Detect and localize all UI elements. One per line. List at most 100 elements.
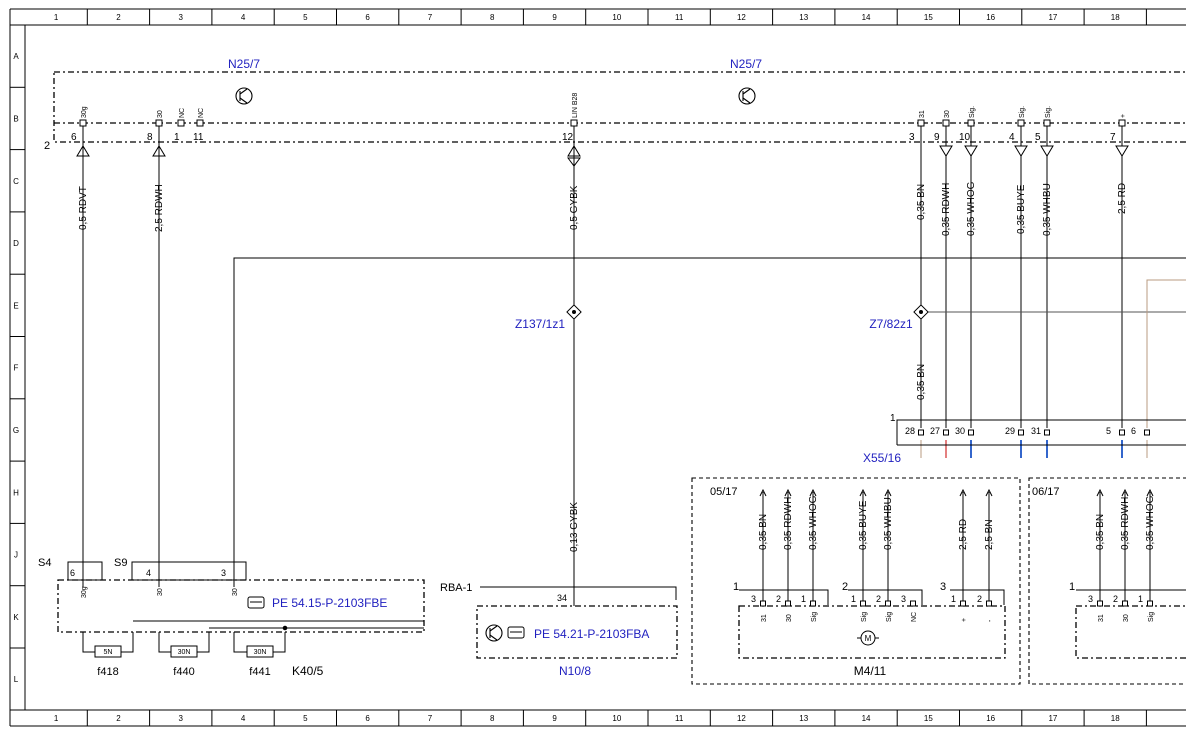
pin-signal: +	[1120, 114, 1127, 118]
pin-signal: Sig.	[969, 106, 976, 118]
pin-terminal	[1144, 429, 1150, 436]
n10-pin-number: 34	[557, 593, 567, 603]
pin-number: 1	[174, 132, 180, 143]
right-group-number: 1	[1069, 581, 1075, 593]
splice-label: Z137/1z1	[515, 317, 565, 331]
right-sheet-ref: 06/17	[1032, 486, 1060, 498]
pin-terminal	[942, 119, 950, 127]
column-label: 1	[54, 13, 59, 22]
pin-signal: Sig.	[1045, 106, 1052, 118]
column-label: 3	[179, 13, 184, 22]
splices: Z137/1z1 Z7/82z1	[515, 304, 929, 331]
wire-label: 2,5 RD	[1117, 183, 1128, 214]
k40-reference-link[interactable]: PE 54.15-P-2103FBE	[272, 596, 387, 610]
svg-text:M: M	[865, 634, 872, 643]
m4-pin-signal: -	[987, 619, 994, 622]
m4-pin-number: 2	[776, 594, 781, 604]
m4-pin-number: 1	[851, 594, 856, 604]
pointing-hand-icon	[247, 596, 265, 609]
wire-arrows	[76, 145, 1129, 167]
k40-conn-pin: 4	[146, 568, 151, 578]
row-label: E	[13, 301, 18, 310]
k40-pin-signal: 30	[157, 588, 164, 596]
x55-pin-number: 31	[1031, 426, 1041, 436]
column-label: 7	[428, 714, 433, 723]
pin-terminal	[1018, 429, 1024, 436]
pin-signal: 30g	[81, 106, 88, 118]
pin-terminal	[196, 119, 204, 127]
column-label: 15	[924, 13, 933, 22]
fuse-icon	[246, 645, 274, 658]
m4-group-number: 1	[733, 581, 739, 593]
pin-number: 11	[193, 132, 204, 143]
column-label: 9	[552, 714, 557, 723]
splice-icon	[913, 304, 929, 320]
row-label: L	[14, 675, 19, 684]
n25-7-edge-number: 2	[44, 140, 50, 152]
pin-signal: Sig.	[1019, 106, 1026, 118]
row-label: D	[13, 239, 19, 248]
k40-pin-signals: 30g 30 30	[81, 586, 239, 598]
m4-pin-number: 3	[751, 594, 756, 604]
k40-s4-label: S4	[38, 557, 51, 569]
pin-terminal	[570, 119, 578, 127]
k40-pin-signal: 30g	[81, 586, 88, 598]
column-label: 7	[428, 13, 433, 22]
motor-icon: M	[857, 630, 879, 646]
x55-label: X55/16	[863, 451, 901, 465]
fuse-icon	[170, 645, 198, 658]
column-label: 9	[552, 13, 557, 22]
wire-label: 0,35 WHBU	[883, 497, 894, 550]
wire-label: 0,5 RDVT	[78, 186, 89, 230]
wire-label: 0,35 WHOG	[966, 181, 977, 236]
fuses: 5N 30N 30N f418 f440 f441	[94, 645, 274, 678]
fuse-name: f418	[97, 666, 118, 678]
pin-terminal	[1119, 429, 1125, 436]
column-label: 1	[54, 714, 59, 723]
column-label: 15	[924, 714, 933, 723]
pin-terminal	[1097, 600, 1103, 607]
column-label: 13	[799, 714, 808, 723]
column-label: 18	[1111, 13, 1120, 22]
m4-pin-number: 3	[901, 594, 906, 604]
right-pin-signal: 30	[1123, 614, 1130, 622]
n10-reference-link[interactable]: PE 54.21-P-2103FBA	[534, 627, 649, 641]
wire-label: 0,5 GYBK	[569, 185, 580, 230]
wire-label: 0,35 WHOG	[1145, 495, 1156, 550]
row-label: C	[13, 177, 19, 186]
m4-group-number: 3	[940, 581, 946, 593]
pin-signal: 31	[919, 110, 926, 118]
column-label: 4	[241, 714, 246, 723]
pin-signal: NC	[198, 108, 205, 118]
pin-terminal	[1122, 600, 1128, 607]
m4-pin-number: 1	[951, 594, 956, 604]
x55-pin-number: 27	[930, 426, 940, 436]
x55-pin-number: 28	[905, 426, 915, 436]
column-label: 11	[675, 714, 684, 723]
pin-number: 10	[959, 132, 971, 143]
wire-label: 0,35 RDWH	[783, 497, 794, 550]
column-label: 10	[612, 13, 621, 22]
transistor-icon	[738, 87, 756, 105]
column-label: 17	[1048, 714, 1057, 723]
column-label: 6	[365, 13, 370, 22]
fuse-name: f440	[173, 666, 194, 678]
k40-conn-pins: 6 4 3	[70, 568, 226, 578]
column-label: 6	[365, 714, 370, 723]
column-labels: 1122334455667788991010111112121313141415…	[54, 13, 1120, 723]
m4-pin-signal: Sig	[861, 612, 868, 622]
column-label: 13	[799, 13, 808, 22]
column-label: 2	[116, 714, 121, 723]
pin-terminal	[785, 600, 791, 607]
wires	[82, 146, 1186, 606]
pin-terminal	[1044, 429, 1050, 436]
row-label: A	[13, 52, 19, 61]
pin-terminal	[760, 600, 766, 607]
pin-number: 7	[1110, 132, 1116, 143]
wire-label: 0,13 GYBK	[569, 502, 580, 552]
pin-terminal	[885, 600, 891, 607]
pin-terminal	[968, 429, 974, 436]
pin-terminal	[986, 600, 992, 607]
